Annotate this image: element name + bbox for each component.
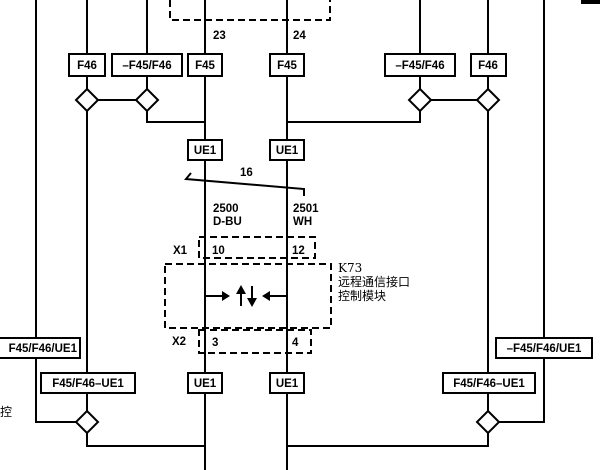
circuit-color-left: D-BU: [213, 216, 242, 228]
ue1-box-frame: [187, 139, 223, 161]
fuse-box-right-inner: F45/F46–UE1: [442, 372, 536, 394]
module-k73: K73 远程通信接口 控制模块: [164, 261, 410, 329]
connector-x2-label: X2: [172, 336, 186, 348]
wire-number-23: 23: [213, 30, 226, 42]
wire-f46-left: [86, 0, 205, 447]
circuit-color-right: WH: [293, 216, 312, 228]
fuse-box-frame: [384, 53, 456, 77]
module-name-line1: 远程通信接口: [338, 274, 410, 289]
wire-f45-f46-left: [146, 0, 205, 123]
fuse-box-label: F45: [277, 60, 297, 72]
fuse-box-frame: [470, 53, 507, 77]
splice-diamond: [475, 409, 501, 435]
arrow-up-head: [236, 285, 246, 294]
wire-left-outer: [35, 0, 76, 423]
connector-x2-pin-left: 3: [212, 337, 218, 349]
ue1-box-label: UE1: [194, 378, 217, 390]
fuse-box-frame: [442, 372, 536, 394]
fuse-box-f45-f46-left: –F45/F46: [111, 53, 183, 77]
fuse-box-frame: [495, 337, 593, 359]
fuse-box-f46-left: F46: [68, 53, 106, 77]
fuse-box-label: F46: [478, 60, 498, 72]
fuse-box-label: –F45/F46/UE1: [507, 343, 582, 355]
ue1-box-frame: [269, 139, 305, 161]
fuse-box-frame: [187, 53, 223, 77]
fuse-box-label: F45/F46–UE1: [453, 378, 525, 390]
connector-x2: X2 3 4: [172, 329, 312, 354]
wire-f46-right: [287, 0, 489, 447]
fuse-box-left-inner: F45/F46–UE1: [40, 372, 136, 394]
left-edge-partial-label: 控: [0, 405, 12, 419]
connector-x1: X1 10 12: [173, 236, 316, 259]
twisted-pair-label: 16: [240, 167, 253, 179]
wire-right-outer: [499, 0, 545, 423]
fuse-box-label: F45/F46–UE1: [52, 378, 124, 390]
splice-diamond: [134, 87, 160, 113]
fuse-box-right-outer: –F45/F46/UE1: [495, 337, 593, 359]
connector-x2-pin-right: 4: [292, 337, 299, 349]
fuse-box-label: –F45/F46: [122, 60, 171, 72]
splice-diamond: [407, 87, 433, 113]
ue1-box-upper-left: UE1: [187, 139, 223, 161]
fuse-box-label: F45: [195, 60, 215, 72]
twisted-pair-symbol: [184, 172, 305, 196]
splice-diamond: [74, 409, 100, 435]
ue1-box-frame: [187, 372, 223, 394]
fuse-box-f46-right: F46: [470, 53, 507, 77]
connector-x2-outline: [198, 329, 312, 354]
arrow-down-head: [247, 298, 257, 307]
arrow-left-head: [262, 291, 270, 301]
connector-x1-pin-left: 10: [212, 245, 225, 257]
wire-number-24: 24: [293, 30, 306, 42]
wires: [35, 0, 545, 470]
circuit-number-left: 2500: [213, 203, 239, 215]
splice-diamond: [475, 87, 501, 113]
top-module-outline: [169, 0, 331, 21]
top-right-box-edge: [581, 0, 600, 4]
fuse-box-f45-f46-right: –F45/F46: [384, 53, 456, 77]
wire-f45-f46-right: [287, 0, 421, 123]
connector-x1-outline: [198, 236, 316, 259]
ue1-box-label: UE1: [276, 378, 299, 390]
ue1-box-label: UE1: [276, 145, 299, 157]
circuit-number-right: 2501: [293, 203, 319, 215]
module-name-line2: 控制模块: [338, 289, 386, 303]
connector-x1-label: X1: [173, 245, 188, 257]
connector-x1-pin-right: 12: [292, 245, 305, 257]
fuse-box-label: –F45/F46: [395, 60, 444, 72]
fuse-box-frame: [111, 53, 183, 77]
arrow-right-head: [222, 291, 230, 301]
ue1-box-frame: [269, 372, 305, 394]
fuse-box-frame: [0, 337, 81, 359]
module-k73-outline: [164, 263, 332, 329]
ue1-box-lower-right: UE1: [269, 372, 305, 394]
bidirectional-data-arrows: [205, 285, 287, 307]
splice-diamond: [74, 87, 100, 113]
fuse-box-label: F46: [77, 60, 97, 72]
ue1-box-label: UE1: [194, 145, 217, 157]
module-ref: K73: [338, 261, 362, 275]
fuse-box-frame: [68, 53, 106, 77]
fuse-box-left-outer: F45/F46/UE1: [0, 337, 81, 359]
fuse-box-frame: [269, 53, 305, 77]
fuse-box-label: F45/F46/UE1: [9, 343, 78, 355]
fuse-box-f45-left: F45: [187, 53, 223, 77]
fuse-box-f45-right: F45: [269, 53, 305, 77]
ue1-box-upper-right: UE1: [269, 139, 305, 161]
fuse-box-frame: [40, 372, 136, 394]
ue1-box-lower-left: UE1: [187, 372, 223, 394]
